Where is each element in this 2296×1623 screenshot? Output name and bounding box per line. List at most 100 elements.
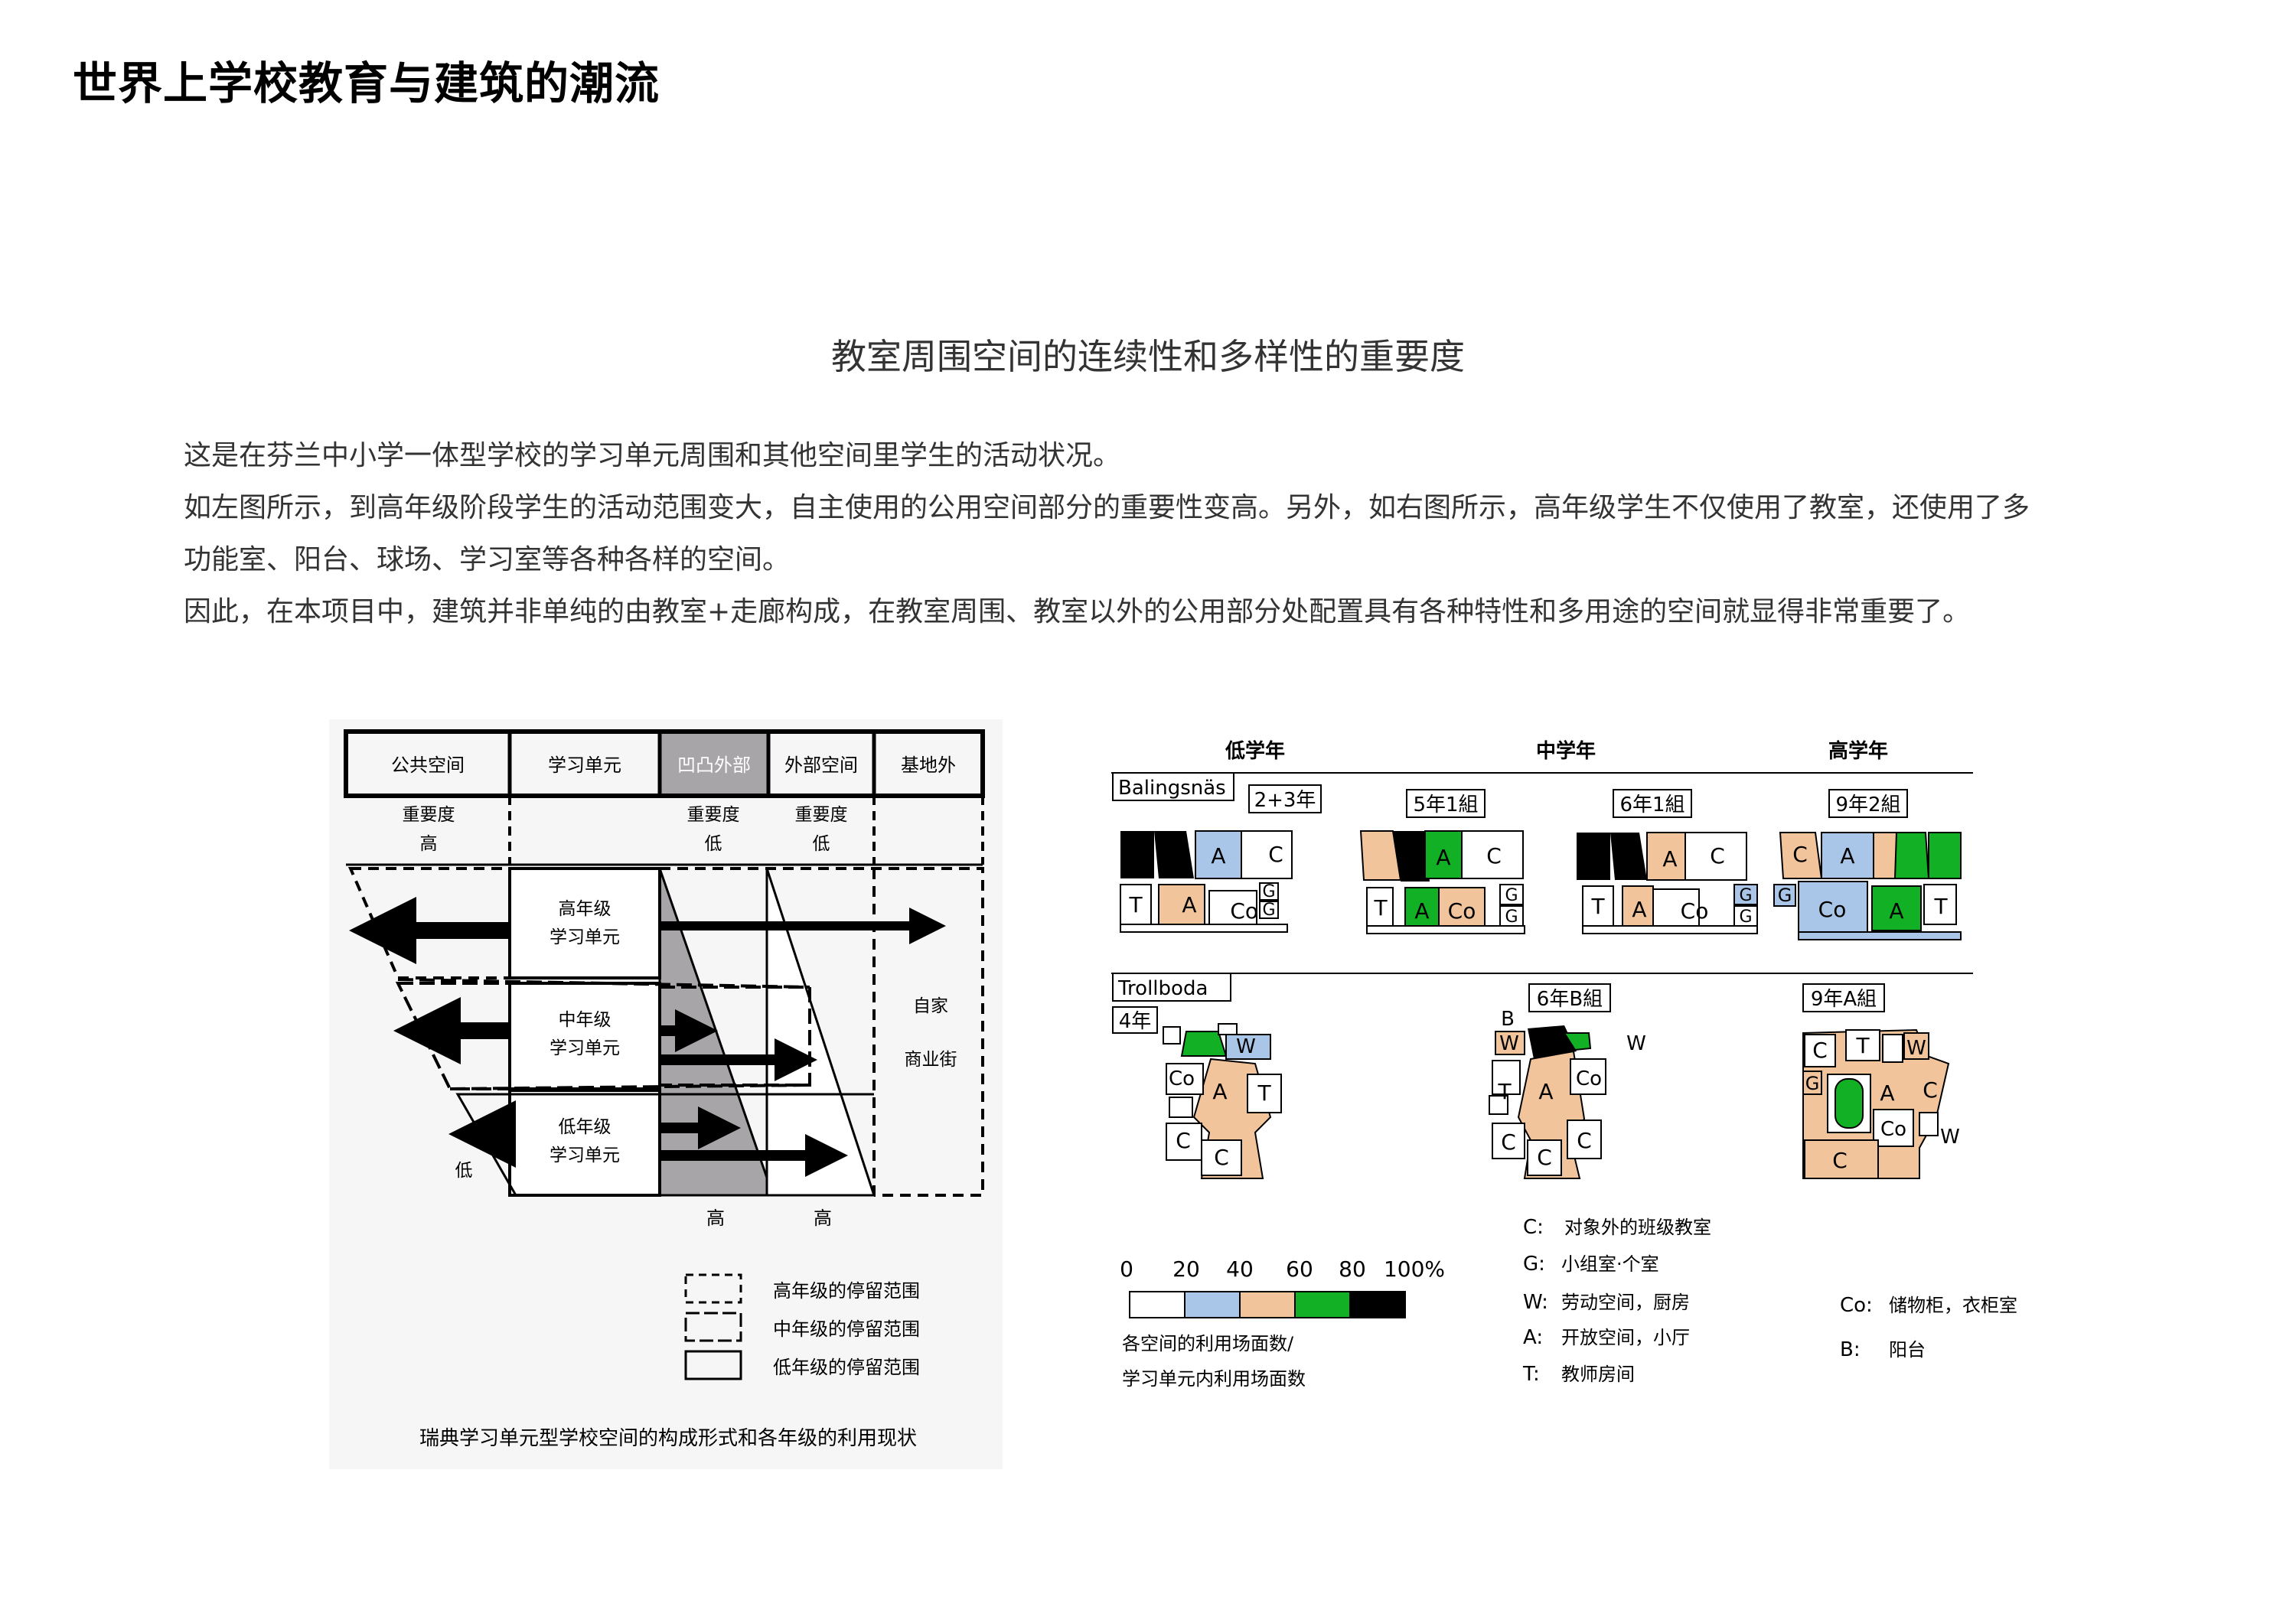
- plan-room-shape: [1923, 884, 1957, 925]
- plan-room-label: Co: [1880, 1118, 1906, 1141]
- middle-grade-unit: [508, 982, 661, 1090]
- paragraph-3: 功能室、阳台、球场、学习室等各种各样的空间。: [184, 544, 791, 575]
- plan-room-label: T:: [1522, 1363, 1540, 1386]
- plan-room-shape: [1247, 1074, 1282, 1113]
- plan-room-label: A: [1212, 1079, 1227, 1104]
- plan-room-label: G: [1262, 901, 1275, 920]
- plan-room-shape: [1582, 885, 1614, 927]
- plan-room-shape: [1218, 1023, 1238, 1035]
- plan-room-label: A: [1880, 1080, 1894, 1106]
- paragraph-2: 如左图所示，到高年级阶段学生的活动范围变大，自主使用的公用空间部分的重要性变高。…: [184, 492, 2030, 523]
- bottom-high-label-1: 高: [706, 1207, 725, 1229]
- plan-room-shape: [1492, 1060, 1521, 1095]
- plan-room-label: B: [1501, 1008, 1515, 1031]
- plan-trollboda-4: W Co A T C C: [1163, 1023, 1282, 1179]
- plan-room-label: W: [1940, 1126, 1960, 1149]
- plan-room-shape: [1577, 833, 1610, 880]
- lower-unit-label-2: 学习单元: [550, 1146, 620, 1165]
- plan-room-label: C: [1268, 842, 1283, 867]
- legend-text: 40: [1226, 1256, 1254, 1282]
- plan-room-label: Co:: [1840, 1294, 1873, 1317]
- legend-label-upper: 高年级的停留范围: [773, 1280, 920, 1302]
- plan-room-label: T: [1855, 1033, 1870, 1058]
- plan-room-shape: [1393, 831, 1430, 882]
- plan-room-label: 储物柜，衣柜室: [1889, 1295, 2017, 1316]
- plan-room-label: A: [1436, 845, 1450, 870]
- plan-room-label: A: [1538, 1079, 1553, 1104]
- group-label-6b: 6年B組: [1537, 988, 1603, 1011]
- plan-room-shape: [1610, 833, 1647, 880]
- plan-room-shape: [1798, 931, 1962, 940]
- usage-color-scale: 0 20 40 60 80 100% 各空间的利用场面数/ 学习单元内利用场面数: [1120, 1256, 1445, 1390]
- plan-room-shape: [1804, 1139, 1879, 1179]
- plan-trollboda-9a: C T W G A C Co W C: [1802, 1028, 1960, 1179]
- plan-room-shape: [1684, 832, 1747, 881]
- plan-room-shape: [1893, 832, 1930, 879]
- header-high-grade: 高学年: [1828, 739, 1888, 763]
- legend-label-lower: 低年级的停留范围: [773, 1357, 920, 1378]
- plan-room-shape: [1492, 1123, 1525, 1159]
- school-label-box-1: [1112, 772, 1234, 801]
- lower-unit-label-1: 低年级: [559, 1117, 612, 1137]
- plan-balingsnas-6-1: A C T A Co G G: [1577, 832, 1758, 934]
- plan-room-label: B:: [1840, 1338, 1861, 1361]
- plan-room-label: W: [1499, 1032, 1519, 1055]
- plan-room-label: G:: [1523, 1253, 1545, 1276]
- upper-range-right: [660, 867, 984, 1197]
- plan-room-label: T: [1590, 894, 1605, 919]
- plan-room-shape: [1570, 1058, 1606, 1095]
- plan-room-label: A: [1414, 898, 1429, 924]
- plan-room-label: C: [1214, 1145, 1229, 1170]
- plan-room-label: C: [1176, 1128, 1191, 1153]
- plan-room-label: C: [1832, 1148, 1848, 1173]
- importance-label-exterior: 重要度: [795, 805, 848, 825]
- school-name-trollboda: Trollboda: [1117, 977, 1208, 1000]
- plan-room-shape: [1499, 905, 1524, 927]
- plan-room-label: C: [1577, 1128, 1592, 1153]
- column-public-space: 公共空间: [391, 754, 465, 776]
- plan-room-label: W: [1236, 1035, 1256, 1058]
- plan-balingsnas-5-1: A C T A Co G G: [1359, 830, 1525, 934]
- plan-room-shape: [1821, 832, 1874, 879]
- plan-room-shape: [1495, 1031, 1525, 1055]
- middle-unit-label-2: 学习单元: [550, 1038, 620, 1058]
- bottom-high-label-2: 高: [814, 1207, 832, 1229]
- plan-room-shape: [1489, 1095, 1508, 1115]
- scale-caption-1: 各空间的利用场面数/: [1122, 1333, 1294, 1354]
- scale-swatch-0: [1129, 1291, 1186, 1318]
- plan-room-shape: [1259, 901, 1279, 919]
- plan-room-label: Co: [1169, 1067, 1195, 1090]
- plan-room-shape: [1871, 885, 1922, 931]
- school-name-balingsnas: Balingsnäs: [1118, 777, 1226, 800]
- group-label-9a: 9年A組: [1811, 988, 1877, 1011]
- plan-room-shape: [1499, 884, 1524, 905]
- plan-room-label: Co: [1576, 1067, 1602, 1090]
- column-off-site: 基地外: [901, 754, 956, 776]
- paragraph-1: 这是在芬兰中小学一体型学校的学习单元周围和其他空间里学生的活动状况。: [184, 440, 1121, 471]
- plan-room-label: 小组室·个室: [1561, 1253, 1659, 1275]
- plan-room-shape: [1773, 884, 1796, 907]
- upper-grade-unit: [508, 867, 661, 979]
- plan-room-shape: [1120, 924, 1288, 933]
- plan-room-label: W:: [1523, 1291, 1548, 1314]
- importance-level-public: 高: [420, 834, 438, 854]
- plan-room-label: A: [1182, 892, 1196, 917]
- plan-balingsnas-9-2: C A G Co A T: [1773, 832, 1962, 940]
- plan-room-label: T: [1933, 894, 1948, 919]
- school-label-box-2: [1112, 973, 1231, 1002]
- plan-room-shape: [1154, 831, 1194, 878]
- diagram-caption: 瑞典学习单元型学校空间的构成形式和各年级的利用现状: [419, 1427, 917, 1450]
- plan-room-shape: [1798, 881, 1868, 933]
- plan-room-label: A: [1632, 897, 1646, 922]
- plan-legend: C: 对象外的班级教室 G: 小组室·个室 W: 劳动空间，厨房 A: 开放空间…: [1522, 1216, 2017, 1386]
- plan-room-label: T: [1128, 892, 1143, 917]
- plan-room-label: A: [1211, 843, 1225, 869]
- legend-text: 60: [1286, 1256, 1313, 1282]
- middle-unit-label-1: 中年级: [559, 1010, 612, 1030]
- plan-room-label: 劳动空间，厨房: [1561, 1292, 1690, 1313]
- plan-room-shape: [1882, 1034, 1903, 1063]
- plan-room-label: G: [1805, 1073, 1820, 1094]
- plan-room-shape: [1241, 830, 1293, 879]
- plan-room-label: G: [1778, 885, 1792, 906]
- plan-room-label: 对象外的班级教室: [1564, 1217, 1711, 1238]
